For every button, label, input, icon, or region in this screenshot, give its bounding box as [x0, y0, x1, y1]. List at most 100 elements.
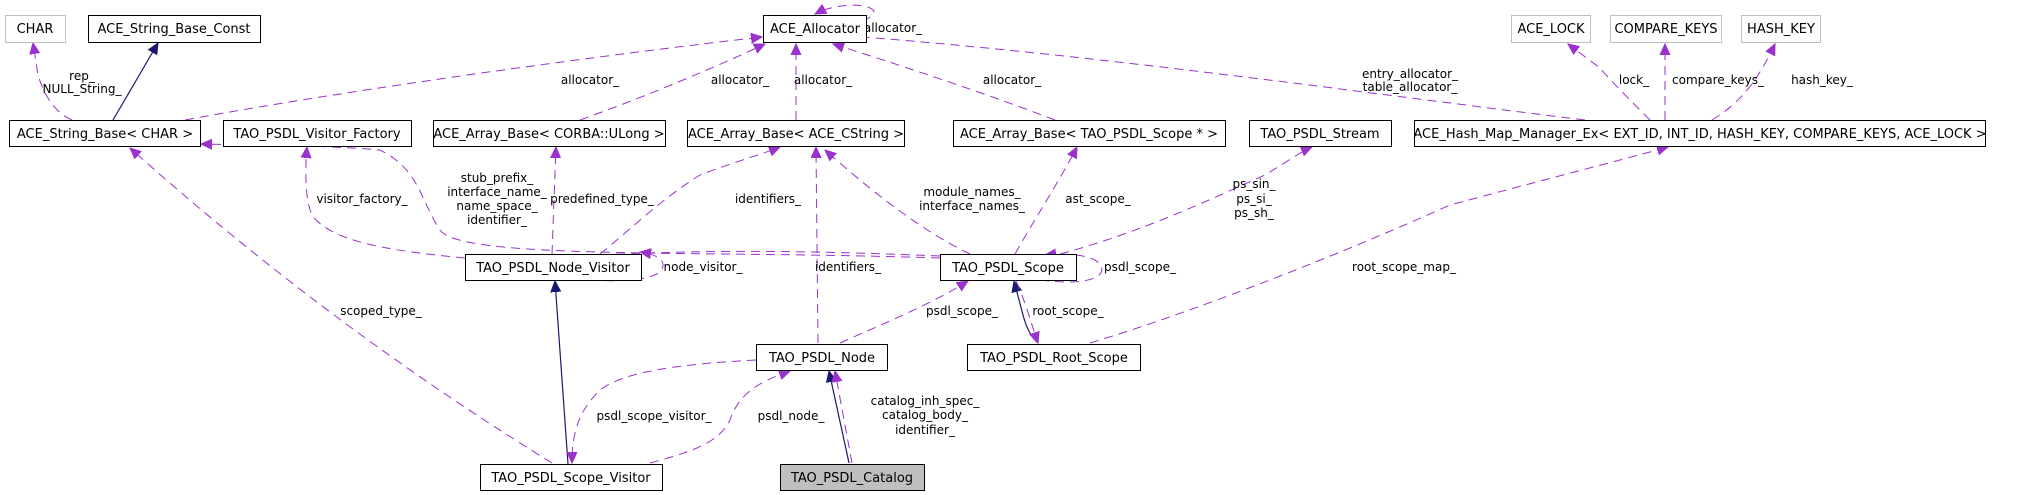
edge-label-interface-names: interface_names_ [919, 199, 1026, 213]
edge-label-allocator-self: allocator_ [864, 21, 923, 35]
usage-edge-predefined-type [552, 147, 556, 255]
edge-label-allocator-scope: allocator_ [983, 73, 1042, 87]
class-node-label: TAO_PSDL_Scope [951, 261, 1064, 276]
edge-label-identifiers-node: identifiers_ [815, 260, 882, 274]
class-node-label: TAO_PSDL_Scope_Visitor [490, 471, 651, 486]
class-node-tao-psdl-stream[interactable]: TAO_PSDL_Stream [1249, 120, 1392, 147]
class-node-label: ACE_LOCK [1517, 22, 1585, 37]
usage-edge-psdl-scope-node [839, 281, 968, 344]
class-node-tao-psdl-visitor-factory[interactable]: TAO_PSDL_Visitor_Factory [223, 120, 412, 147]
usage-edge-psdl-scope-visitor [572, 359, 757, 463]
edge-label-allocator-ulong: allocator_ [711, 73, 770, 87]
class-node-label: ACE_String_Base_Const [97, 22, 250, 37]
class-node-ace-array-base-scope[interactable]: ACE_Array_Base< TAO_PSDL_Scope * > [953, 120, 1226, 147]
edge-label-psdl-scope-visitor: psdl_scope_visitor_ [596, 409, 712, 423]
class-node-ace-hash-map-manager-ex[interactable]: ACE_Hash_Map_Manager_Ex< EXT_ID, INT_ID,… [1413, 120, 1987, 147]
usage-edge-visitor-strings [201, 144, 941, 259]
class-node-label: ACE_Allocator [770, 22, 861, 37]
usage-edge-rep-char [33, 43, 73, 121]
class-node-label: ACE_Hash_Map_Manager_Ex< EXT_ID, INT_ID,… [1413, 127, 1986, 142]
inheritance-edge-catalog-node [829, 371, 850, 464]
usage-edge-root-scope-map [1089, 147, 1668, 344]
edge-label-hash-key: hash_key_ [1791, 73, 1854, 87]
inheritance-edge-scope-visitor-node-visitor [555, 281, 569, 465]
edge-label-ps-sin: ps_sin_ [1232, 177, 1276, 191]
class-node-label: TAO_PSDL_Node [768, 351, 875, 366]
edge-label-predefined-type: predefined_type_ [550, 192, 655, 206]
class-node-tao-psdl-scope-visitor[interactable]: TAO_PSDL_Scope_Visitor [480, 464, 663, 491]
class-node-label: TAO_PSDL_Visitor_Factory [232, 127, 400, 142]
edge-label-identifier-catalog: identifier_ [895, 423, 956, 437]
edge-label-visitor-factory: visitor_factory_ [316, 192, 408, 206]
class-node-ace-array-base-ulong[interactable]: ACE_Array_Base< CORBA::ULong > [433, 120, 666, 147]
class-node-tao-psdl-node[interactable]: TAO_PSDL_Node [756, 344, 888, 371]
class-node-tao-psdl-node-visitor[interactable]: TAO_PSDL_Node_Visitor [465, 254, 642, 281]
class-node-label: HASH_KEY [1747, 22, 1815, 37]
class-node-ace-string-base-char[interactable]: ACE_String_Base< CHAR > [9, 120, 201, 147]
class-node-ace-string-base-const[interactable]: ACE_String_Base_Const [88, 15, 261, 43]
usage-edge-allocator-string [184, 37, 762, 121]
class-node-label: TAO_PSDL_Catalog [790, 471, 913, 486]
edge-label-lock: lock_ [1619, 73, 1650, 87]
edge-label-root-scope-map: root_scope_map_ [1352, 260, 1457, 274]
class-node-ace-lock[interactable]: ACE_LOCK [1511, 15, 1591, 43]
edge-label-psdl-scope-node: psdl_scope_ [926, 304, 999, 318]
usage-edge-identifiers-visitor [599, 147, 780, 255]
usage-edge-ps-streams [1059, 147, 1312, 255]
class-node-tao-psdl-catalog[interactable]: TAO_PSDL_Catalog [780, 464, 925, 491]
usage-edge-scoped-type [130, 148, 553, 464]
edge-label-node-visitor: node_visitor_ [664, 260, 744, 274]
class-node-label: TAO_PSDL_Stream [1259, 127, 1379, 142]
usage-edge-allocator-ulong [579, 44, 765, 121]
class-node-ace-allocator[interactable]: ACE_Allocator [763, 15, 867, 43]
class-node-char[interactable]: CHAR [5, 15, 66, 43]
edge-label-catalog-inh-spec: catalog_inh_spec_ [871, 394, 981, 408]
edge-label-allocator-string: allocator_ [561, 73, 620, 87]
edge-label-interface-name: interface_name_ [447, 185, 548, 199]
edge-label-name-space: name_space_ [456, 199, 538, 213]
edge-label-root-scope: root_scope_ [1032, 304, 1104, 318]
class-node-compare-keys[interactable]: COMPARE_KEYS [1610, 15, 1722, 43]
class-node-label: TAO_PSDL_Node_Visitor [475, 261, 630, 276]
edge-label-psdl-node: psdl_node_ [758, 409, 826, 423]
class-node-label: CHAR [17, 22, 54, 37]
usage-edge-node-visitor [589, 251, 941, 282]
class-node-label: ACE_Array_Base< CORBA::ULong > [433, 127, 664, 142]
usage-edge-psdl-scope-self [1039, 254, 1103, 283]
edge-label-null-string: NULL_String_ [43, 82, 123, 96]
usage-edge-hash-key [1711, 44, 1775, 121]
class-node-ace-array-base-cstring[interactable]: ACE_Array_Base< ACE_CString > [687, 120, 905, 147]
usage-edge-psdl-node [649, 371, 790, 464]
edge-label-ps-si: ps_si_ [1236, 192, 1272, 206]
edge-label-scoped-type: scoped_type_ [340, 304, 423, 318]
class-node-tao-psdl-scope[interactable]: TAO_PSDL_Scope [940, 254, 1077, 281]
edge-label-table-allocator: table_allocator_ [1363, 80, 1459, 94]
edge-label-allocator-cstring: allocator_ [794, 73, 853, 87]
class-node-label: TAO_PSDL_Root_Scope [979, 351, 1128, 366]
usage-edge-visitor-factory [306, 147, 466, 259]
class-node-label: ACE_String_Base< CHAR > [17, 127, 193, 142]
usage-edge-allocator-hash [850, 36, 1586, 121]
usage-edge-root-scope [1015, 280, 1038, 343]
edge-label-stub-prefix: stub_prefix_ [461, 171, 535, 185]
inheritance-edge-string-base-const [112, 43, 158, 121]
usage-edge-ast-scope [1014, 147, 1077, 255]
class-node-tao-psdl-root-scope[interactable]: TAO_PSDL_Root_Scope [967, 344, 1141, 371]
usage-edge-catalog-members [835, 371, 853, 464]
class-node-hash-key[interactable]: HASH_KEY [1741, 15, 1821, 43]
edge-label-compare-keys: compare_keys_ [1672, 73, 1765, 87]
edge-label-psdl-scope-self: psdl_scope_ [1104, 260, 1177, 274]
edge-label-ps-sh: ps_sh_ [1234, 206, 1275, 220]
class-node-label: COMPARE_KEYS [1614, 22, 1717, 37]
usage-edge-scope-names [825, 150, 971, 255]
class-node-label: ACE_Array_Base< TAO_PSDL_Scope * > [960, 127, 1218, 142]
usage-edge-identifiers-node [816, 147, 818, 344]
edge-label-ast-scope: ast_scope_ [1065, 192, 1132, 206]
edge-label-identifiers-visitor: identifiers_ [735, 192, 802, 206]
edge-label-identifier-visitor: identifier_ [467, 213, 528, 227]
edge-label-catalog-body: catalog_body_ [882, 408, 969, 422]
edge-label-entry-allocator: entry_allocator_ [1362, 67, 1459, 81]
edge-label-rep: rep_ [69, 69, 96, 83]
edge-label-module-names: module_names_ [923, 185, 1021, 199]
